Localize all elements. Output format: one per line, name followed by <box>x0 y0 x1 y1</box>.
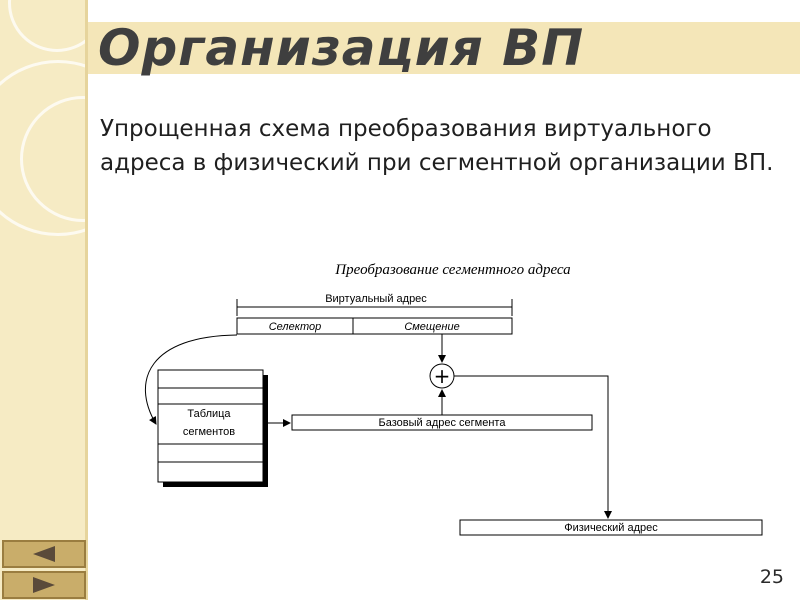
virtual-address-label: Виртуальный адрес <box>325 293 427 305</box>
offset-field <box>352 317 513 335</box>
slide-subtitle: Упрощенная схема преобразования виртуаль… <box>100 116 774 176</box>
triangle-right-icon <box>33 577 55 593</box>
offset-label: Смещение <box>404 321 459 333</box>
selector-to-table-arrow <box>144 334 238 425</box>
sidebar-edge <box>85 0 88 600</box>
diagram-caption: Преобразование сегментного адреса <box>334 262 570 278</box>
adder-to-physical-arrow <box>454 375 612 519</box>
previous-slide-button[interactable] <box>2 540 86 568</box>
segment-table-label-line2: сегментов <box>183 426 235 438</box>
segment-table <box>157 369 264 483</box>
physical-address-label: Физический адрес <box>564 522 658 534</box>
adder-symbol: + <box>434 364 451 388</box>
next-slide-button[interactable] <box>2 571 86 599</box>
base-address-label: Базовый адрес сегмента <box>379 417 507 429</box>
virtual-address-span <box>236 299 513 316</box>
slide-title: Организация ВП <box>98 19 585 77</box>
page-number: 25 <box>759 566 784 588</box>
physical-address-field <box>459 519 763 536</box>
selector-label: Селектор <box>269 321 322 333</box>
segment-table-label-line1: Таблица <box>187 408 231 420</box>
decorative-ring <box>0 60 88 236</box>
triangle-left-icon <box>33 546 55 562</box>
title-band <box>88 22 800 74</box>
decorative-sidebar <box>0 0 88 600</box>
virtual-address-label-bg <box>314 290 438 305</box>
